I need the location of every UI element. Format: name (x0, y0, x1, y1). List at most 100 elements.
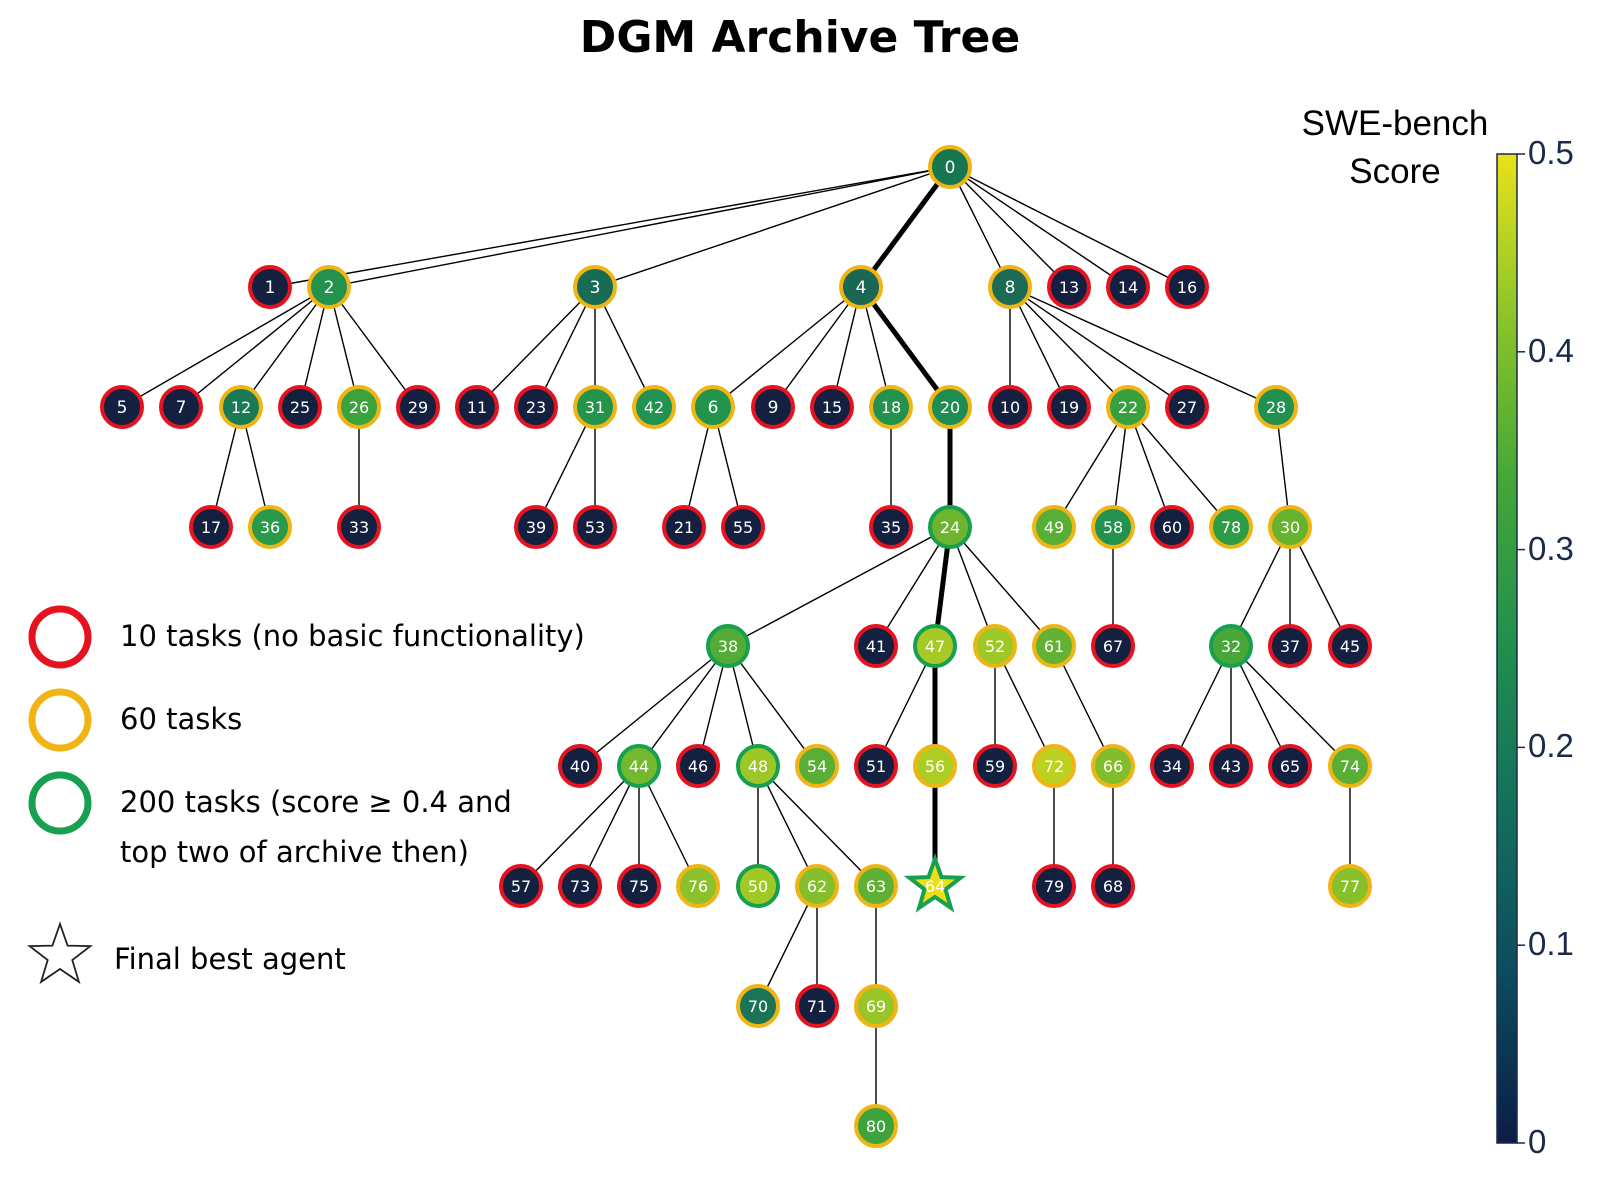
node-circle-16 (1165, 265, 1209, 309)
node-label-57: 57 (511, 877, 531, 896)
edge-38-54 (727, 645, 818, 767)
node-7: 7 (159, 385, 203, 429)
edge-22-49 (1053, 406, 1129, 528)
edge-48-63 (757, 765, 877, 887)
node-circle-0 (928, 145, 972, 189)
node-circle-52 (973, 624, 1017, 668)
node-label-12: 12 (231, 398, 251, 417)
node-55: 55 (721, 505, 765, 549)
node-19: 19 (1047, 385, 1091, 429)
node-circle-21 (662, 505, 706, 549)
node-72: 72 (1032, 744, 1076, 788)
node-circle-48 (736, 744, 780, 788)
node-circle-61 (1032, 624, 1076, 668)
node-circle-77 (1328, 864, 1372, 908)
node-52: 52 (973, 624, 1017, 668)
node-circle-39 (514, 505, 558, 549)
node-label-78: 78 (1221, 518, 1241, 537)
colorbar (1496, 153, 1525, 1144)
node-label-16: 16 (1177, 278, 1197, 297)
node-30: 30 (1268, 505, 1312, 549)
node-circle-10 (988, 385, 1032, 429)
node-label-79: 79 (1044, 877, 1064, 896)
edge-0-4 (858, 165, 953, 289)
legend-red-ring (28, 605, 92, 669)
node-67: 67 (1091, 624, 1135, 668)
edge-4-6 (712, 286, 862, 408)
node-circle-56 (913, 744, 957, 788)
node-circle-24 (928, 505, 972, 549)
node-label-58: 58 (1103, 518, 1123, 537)
node-label-43: 43 (1221, 757, 1241, 776)
node-label-4: 4 (856, 278, 867, 298)
node-77: 77 (1328, 864, 1372, 908)
node-label-55: 55 (733, 518, 753, 537)
node-12: 12 (219, 385, 263, 429)
node-28: 28 (1254, 385, 1298, 429)
node-circle-40 (558, 744, 602, 788)
node-26: 26 (337, 385, 381, 429)
node-61: 61 (1032, 624, 1076, 668)
node-35: 35 (869, 505, 913, 549)
node-circle-65 (1268, 744, 1312, 788)
node-label-24: 24 (940, 518, 960, 537)
node-circle-31 (573, 385, 617, 429)
legend-star-icon (27, 921, 93, 985)
node-37: 37 (1268, 624, 1312, 668)
node-circle-12 (219, 385, 263, 429)
node-circle-44 (617, 744, 661, 788)
node-71: 71 (795, 984, 839, 1028)
node-circle-51 (854, 744, 898, 788)
colorbar-tick-label-3: 0.3 (1528, 529, 1574, 567)
node-label-38: 38 (718, 637, 738, 656)
edge-44-73 (579, 765, 640, 887)
edge-3-23 (535, 286, 596, 408)
node-label-30: 30 (1280, 518, 1300, 537)
edge-0-3 (594, 166, 951, 288)
node-label-64: 64 (925, 877, 945, 896)
node-54: 54 (795, 744, 839, 788)
node-0: 0 (928, 145, 972, 189)
node-33: 33 (337, 505, 381, 549)
edge-8-22 (1009, 286, 1129, 408)
node-label-68: 68 (1103, 877, 1123, 896)
node-53: 53 (573, 505, 617, 549)
node-65: 65 (1268, 744, 1312, 788)
node-label-39: 39 (526, 518, 546, 537)
node-label-71: 71 (807, 997, 827, 1016)
node-circle-3 (573, 265, 617, 309)
edge-48-62 (757, 765, 818, 887)
edge-38-40 (579, 645, 729, 767)
node-label-23: 23 (526, 398, 546, 417)
node-label-7: 7 (176, 398, 187, 418)
node-56: 56 (913, 744, 957, 788)
node-circle-74 (1328, 744, 1372, 788)
node-45: 45 (1328, 624, 1372, 668)
node-20: 20 (928, 385, 972, 429)
node-label-77: 77 (1340, 877, 1360, 896)
node-64: 64 (903, 853, 967, 913)
edge-24-61 (949, 526, 1055, 647)
node-circle-30 (1268, 505, 1312, 549)
edge-8-28 (1009, 286, 1277, 408)
edge-24-41 (875, 526, 951, 647)
node-circle-79 (1032, 864, 1076, 908)
node-circle-19 (1047, 385, 1091, 429)
node-label-9: 9 (768, 398, 779, 418)
edge-8-27 (1009, 286, 1188, 408)
colorbar-tick-marks (1517, 153, 1525, 1144)
node-label-56: 56 (925, 757, 945, 776)
node-label-69: 69 (866, 997, 886, 1016)
node-39: 39 (514, 505, 558, 549)
edge-62-70 (757, 885, 818, 1007)
node-circle-15 (810, 385, 854, 429)
edge-3-11 (476, 286, 596, 408)
node-label-32: 32 (1221, 637, 1241, 656)
node-60: 60 (1150, 505, 1194, 549)
node-17: 17 (189, 505, 233, 549)
node-circle-60 (1150, 505, 1194, 549)
node-label-73: 73 (570, 877, 590, 896)
node-27: 27 (1165, 385, 1209, 429)
node-8: 8 (988, 265, 1032, 309)
node-label-47: 47 (925, 637, 945, 656)
